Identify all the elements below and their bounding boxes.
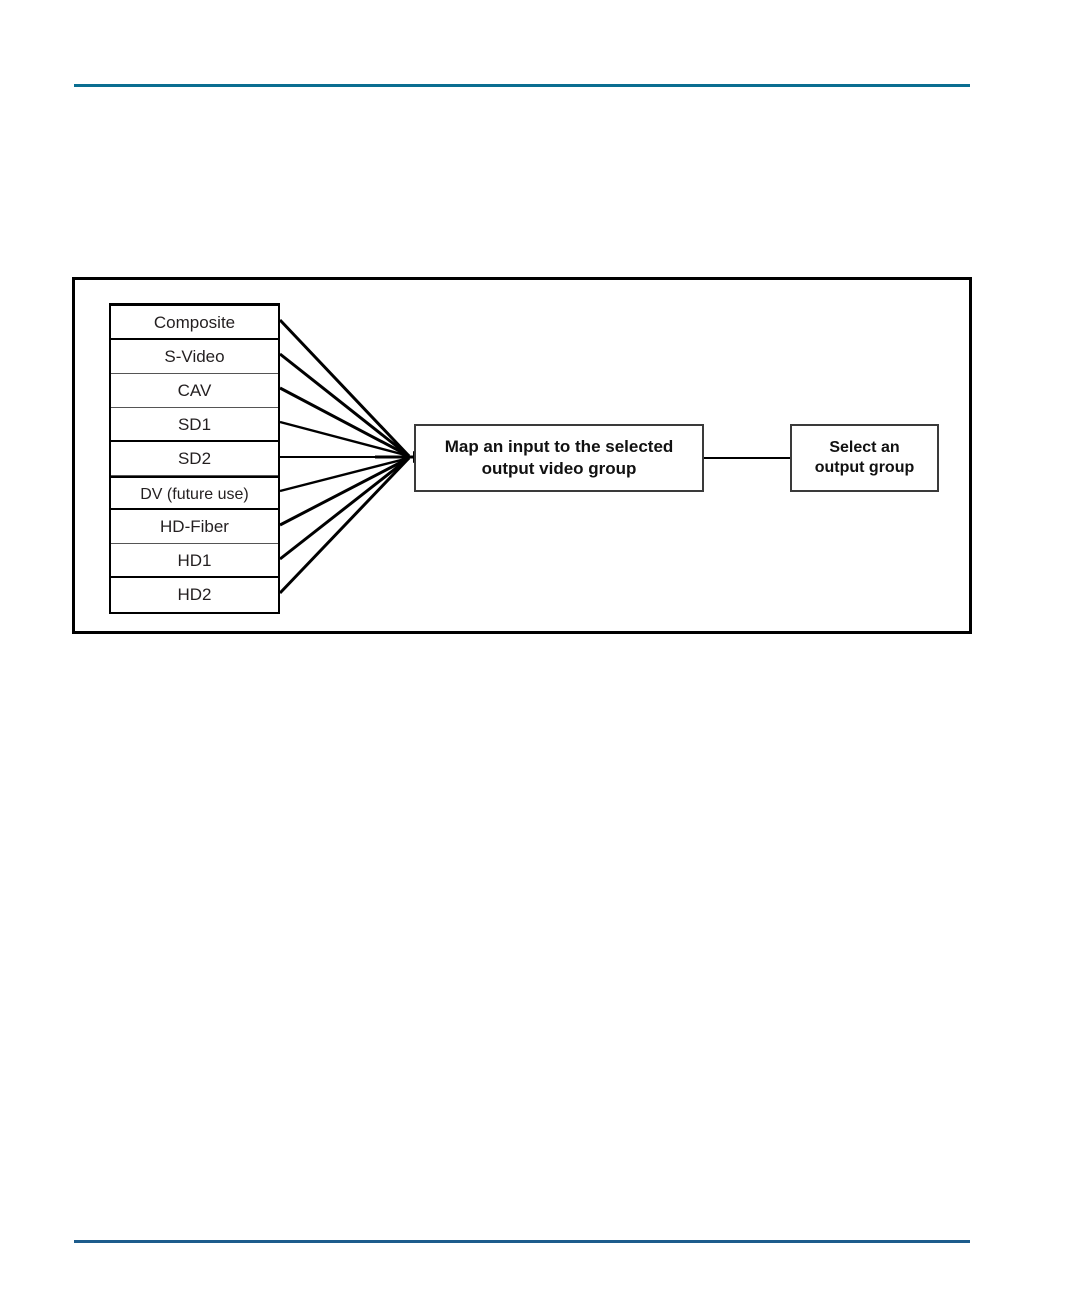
select-box-line-1: Select an xyxy=(829,438,900,456)
list-item[interactable]: CAV xyxy=(111,374,278,408)
list-item[interactable]: HD-Fiber xyxy=(111,510,278,544)
input-source-label: SD1 xyxy=(177,415,212,434)
list-item-dv-future-use[interactable]: DV (future use) xyxy=(111,476,278,510)
input-source-label: DV (future use) xyxy=(140,486,249,503)
map-box-line-2: output video group xyxy=(481,459,637,478)
map-box-line-1: Map an input to the selected xyxy=(444,437,674,457)
video-input-list: Composite S-Video CAV SD1 SD2 DV (future… xyxy=(109,303,280,614)
select-output-group-box[interactable]: Select an output group xyxy=(790,424,939,492)
input-source-label: Composite xyxy=(153,313,236,332)
input-source-label: HD2 xyxy=(177,585,212,604)
input-source-label: S-Video xyxy=(164,347,225,366)
input-source-label: CAV xyxy=(177,381,212,400)
input-source-label: SD2 xyxy=(177,449,212,468)
page-header-rule xyxy=(74,84,970,87)
input-source-label: HD1 xyxy=(177,551,212,570)
page-footer-rule xyxy=(74,1240,970,1243)
list-item[interactable]: HD2 xyxy=(111,578,278,612)
list-item[interactable]: SD2 xyxy=(111,442,278,476)
list-item[interactable]: SD1 xyxy=(111,408,278,442)
input-source-label: HD-Fiber xyxy=(160,517,229,536)
select-box-line-2: output group xyxy=(814,459,915,476)
list-item[interactable]: S-Video xyxy=(111,340,278,374)
list-item[interactable]: Composite xyxy=(111,306,278,340)
map-input-to-output-group-box[interactable]: Map an input to the selected output vide… xyxy=(414,424,704,492)
figure-frame: Composite S-Video CAV SD1 SD2 DV (future… xyxy=(72,277,972,634)
list-item[interactable]: HD1 xyxy=(111,544,278,578)
